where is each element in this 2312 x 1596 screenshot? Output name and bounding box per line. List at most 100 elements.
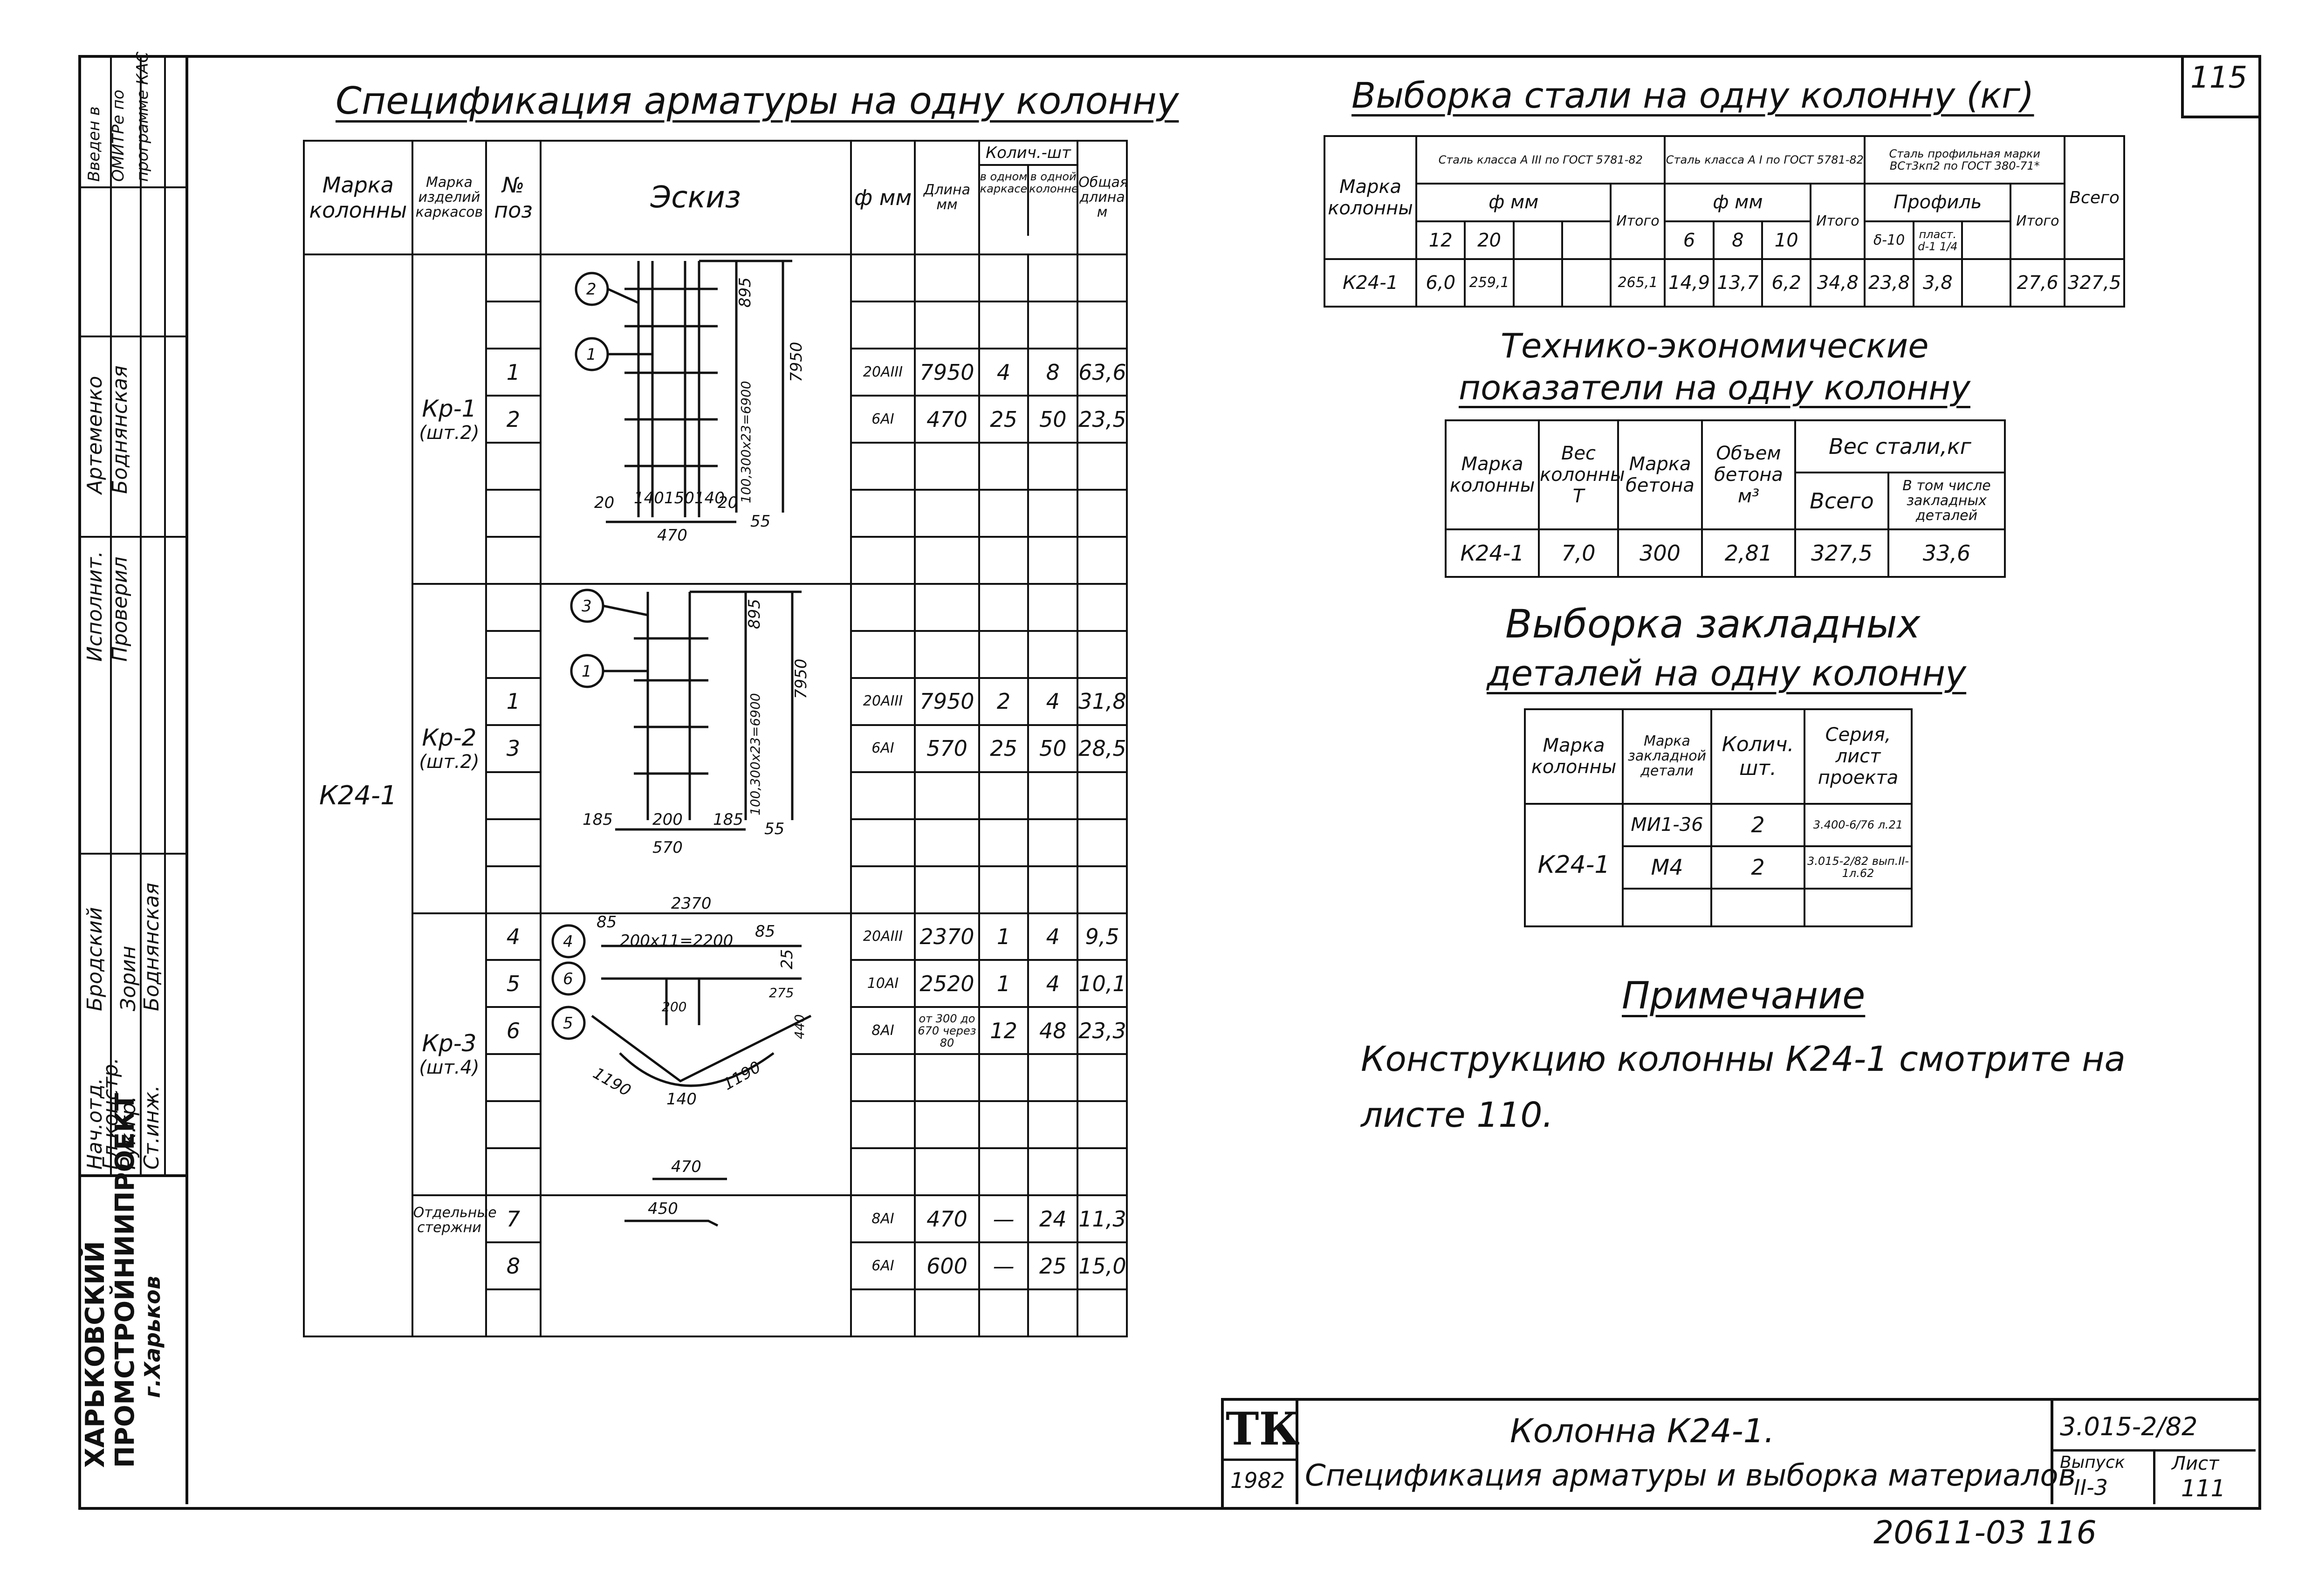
dlina: 470: [914, 395, 980, 444]
group-kr1: Кр-1 (шт.2): [411, 253, 487, 585]
h-phi: ф мм: [850, 139, 916, 256]
tep-cell: 7,0: [1538, 528, 1619, 578]
kr1-dim-7950: 7950: [787, 342, 806, 382]
h-v-odnoi: в одной колонне: [1029, 170, 1078, 195]
steel-cell: [1961, 258, 2012, 308]
tep-h-obem: Объем бетона м³: [1701, 419, 1796, 531]
steel-d20: 20: [1464, 220, 1515, 260]
v1: 2: [978, 677, 1029, 726]
spec-column-mark: К24-1: [303, 253, 413, 1337]
group-bars: Отдельные стержни: [411, 1194, 497, 1337]
page-number: 115: [2190, 61, 2248, 95]
zakl-h-seriya: Серия, лист проекта: [1804, 708, 1913, 805]
h-obshaya: Общая длина м: [1077, 139, 1128, 256]
group-qty: (шт.2): [419, 751, 480, 773]
steel-h-marka: Марка колонны: [1323, 135, 1418, 260]
kr3-dim-step: 200х11=2200: [620, 932, 733, 950]
v2: 4: [1027, 959, 1079, 1008]
kr2-dim-200: 200: [652, 810, 683, 829]
stamp-divider: [78, 186, 185, 188]
v1: 25: [978, 724, 1029, 773]
bar-dim-470: 470: [671, 1158, 701, 1176]
tep-h-ves: Вес колонны Т: [1538, 419, 1625, 531]
stamp-col-line: [164, 55, 166, 1174]
tep-cell: 327,5: [1794, 528, 1889, 578]
kr3-dim-85a: 85: [597, 913, 617, 932]
phi: 8АI: [850, 1194, 916, 1244]
title-stamp-line: [1221, 1459, 1298, 1461]
kr2-dim-55: 55: [764, 820, 784, 838]
v1: —: [978, 1194, 1029, 1244]
total: 10,1: [1077, 959, 1128, 1008]
stamp-vyp-label: Выпуск: [2060, 1453, 2125, 1472]
tep-cell: 300: [1617, 528, 1703, 578]
circle-4-label: 4: [563, 932, 573, 951]
kr2-dim-step: 100,300х23=6900: [748, 693, 763, 815]
kr3-dim-25: 25: [778, 949, 796, 969]
steel-h-phimm-2: ф мм: [1664, 182, 1812, 222]
circle-6-label: 6: [563, 970, 573, 988]
steel-row-mark: К24-1: [1323, 258, 1418, 308]
v2: 48: [1027, 1006, 1079, 1055]
kr3-dim-1190b: 1190: [720, 1058, 764, 1094]
steel-cell: 3,8: [1912, 258, 1963, 308]
kr2-dim-185b: 185: [713, 810, 743, 829]
steel-cell: [1512, 258, 1564, 308]
zakl-cell: 3.400-6/76 л.21: [1804, 802, 1913, 847]
dlina: 2370: [914, 912, 980, 961]
h-dlina: Длина мм: [914, 139, 980, 256]
steel-h-itogo-3: Итого: [2010, 182, 2066, 260]
tep-h-vsego: Всего: [1794, 471, 1889, 531]
total: 15,0: [1077, 1241, 1128, 1290]
sketch-kr3: [539, 912, 852, 1197]
phi: 6АI: [850, 724, 916, 773]
tep-h-marka-betona: Марка бетона: [1617, 419, 1703, 531]
v2: 4: [1027, 912, 1079, 961]
circle-1-label: 1: [586, 345, 597, 364]
kr1-dim-470: 470: [657, 526, 687, 545]
note-text-1: Конструкцию колонны К24-1 смотрите на: [1361, 1039, 2126, 1079]
steel-table: Марка колонны Сталь класса А III по ГОСТ…: [1323, 135, 2125, 308]
stamp-list: 111: [2181, 1475, 2226, 1502]
stamp-vyp: II-3: [2074, 1475, 2108, 1500]
zakl-title-2: деталей на одну колонну: [1487, 652, 1967, 694]
spec-title: Спецификация арматуры на одну колонну: [336, 79, 1179, 123]
stamp-line-1: Колонна К24-1.: [1510, 1412, 1775, 1450]
kr1-dim-140b: 140: [694, 489, 725, 507]
zakl-cell: М4: [1622, 845, 1712, 890]
group-kr2: Кр-2 (шт.2): [411, 582, 487, 914]
bottom-number: 20611-03 116: [1873, 1514, 2097, 1551]
kr1-dim-150: 150: [664, 489, 694, 507]
steel-h-phimm-1: ф мм: [1415, 182, 1612, 222]
steel-title: Выборка стали на одну колонну (кг): [1352, 75, 2034, 116]
h-v-odnom: в одном каркасе: [980, 166, 1029, 236]
poz: 4: [485, 912, 542, 961]
poz: 5: [485, 959, 542, 1008]
spec-table: Марка колонны Марка изделий каркасов № п…: [303, 139, 1128, 1337]
steel-cell: 27,6: [2010, 258, 2066, 308]
poz: 7: [485, 1194, 542, 1244]
v1: 1: [978, 912, 1029, 961]
v1: 1: [978, 959, 1029, 1008]
steel-cell: 14,9: [1664, 258, 1715, 308]
poz: 3: [485, 724, 542, 773]
zakl-title-1: Выборка закладных: [1505, 601, 1921, 647]
tep-title-2: показатели на одну колонну: [1459, 368, 1970, 407]
tep-cell: К24-1: [1445, 528, 1540, 578]
group-name: Кр-3: [422, 1030, 477, 1057]
phi: 6АI: [850, 395, 916, 444]
phi: 20АIII: [850, 912, 916, 961]
kr1-dim-140a: 140: [634, 489, 664, 507]
stamp-code: 3.015-2/82: [2060, 1412, 2198, 1441]
group-qty: (шт.4): [419, 1057, 480, 1079]
kr2-dim-895: 895: [745, 599, 764, 629]
dlina: от 300 до 670 через 80: [914, 1006, 980, 1055]
v1: 4: [978, 348, 1029, 397]
page-number-box: [2181, 55, 2258, 118]
steel-cell: 6,2: [1761, 258, 1812, 308]
steel-cell: [1561, 258, 1612, 308]
v2: 50: [1027, 724, 1079, 773]
steel-h-prof: Сталь профильная марки ВСт3кп2 по ГОСТ 3…: [1864, 135, 2066, 185]
steel-cell: 327,5: [2064, 258, 2125, 308]
